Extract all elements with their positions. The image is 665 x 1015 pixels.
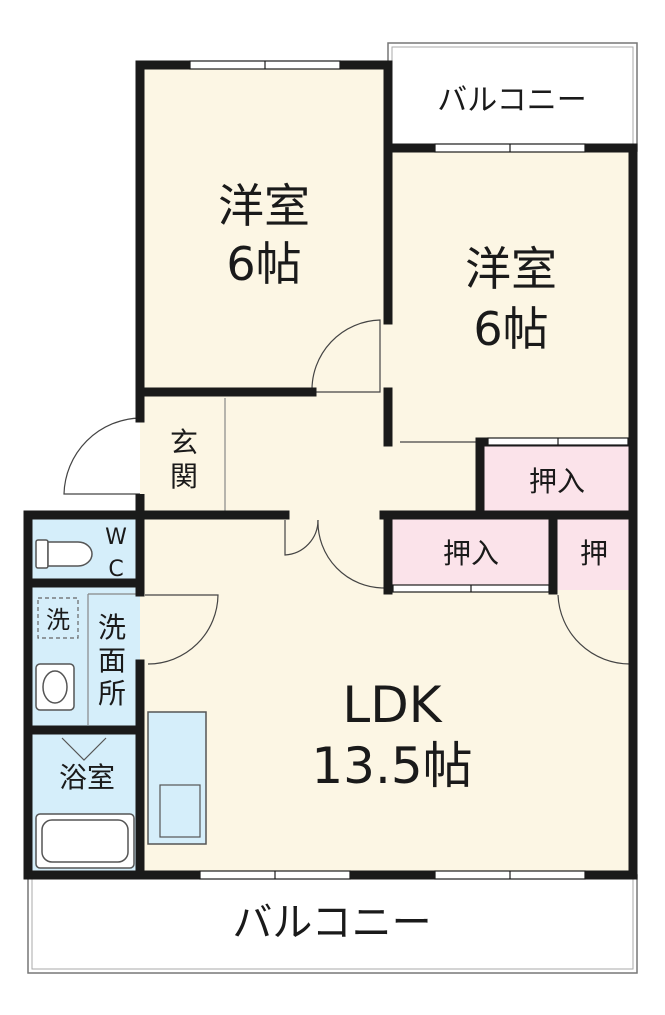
western-room-2-fill [388,148,633,442]
closet-small-label: 押 [580,537,608,570]
bath-door-lines [61,737,107,761]
closet-small-fill [553,515,633,590]
balcony-top-area [387,42,638,152]
balcony-bottom-area [27,874,638,974]
toilet-icon [35,539,93,569]
washroom-label-1: 洗 [98,611,126,644]
closet-lower-fill [388,515,553,590]
ldk-name: LDK [342,676,442,734]
washer-label: 洗 [46,606,70,634]
bathtub-icon [35,813,135,869]
closet-upper-label: 押入 [529,465,585,498]
ldk-size: 13.5帖 [311,737,472,795]
western-room-2-name: 洋室 [465,242,557,296]
hallway-fill [140,395,480,515]
western-room-1-size: 6帖 [226,237,301,291]
kitchen-counter [147,711,207,845]
western-room-2-size: 6帖 [473,302,548,356]
washroom-label-2: 面 [98,644,126,677]
closet-upper-fill [480,442,633,515]
wc-label-c: C [108,557,123,582]
balcony-bottom-label: バルコニー [232,900,431,946]
washing-machine-icon [37,597,79,639]
western-room-1-name: 洋室 [218,179,310,233]
closet-lower-label: 押入 [443,537,499,570]
balcony-top-label: バルコニー [437,83,586,118]
thin-partitions [87,398,226,725]
windows [189,60,629,880]
kitchen-sink [159,784,201,838]
washroom-label-3: 所 [98,677,126,710]
wc-label-w: W [105,525,127,550]
door-swings [63,319,631,665]
entrance-label-1: 玄 [170,426,198,459]
bathroom-label: 浴室 [59,761,115,794]
western-room-1-fill [140,65,388,395]
entrance-label-2: 関 [170,460,198,493]
wash-basin-icon [35,663,75,711]
